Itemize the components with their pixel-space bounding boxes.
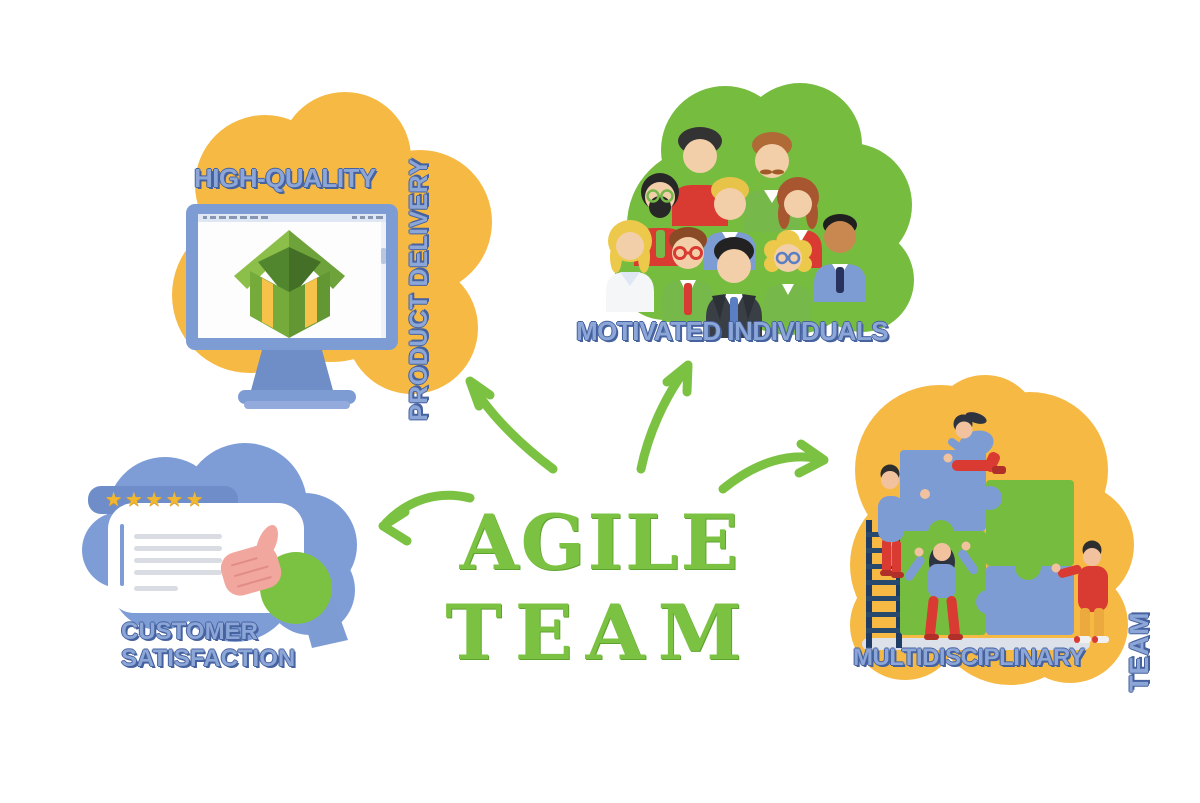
figure-ladder-man — [878, 464, 930, 578]
arrows — [378, 360, 829, 546]
open-box-icon — [234, 230, 345, 338]
team-title: TEAM — [445, 588, 755, 677]
customer-label: CUSTOMER — [121, 618, 258, 645]
figure-kneeling-woman — [943, 412, 1006, 474]
team-side-label: TEAM — [1124, 611, 1154, 693]
person-blonde-woman — [606, 220, 654, 312]
arrow-to-customer-satisfaction — [378, 490, 475, 546]
product-delivery-label: PRODUCT DELIVERY — [405, 158, 433, 421]
person-blue-shirt-tie — [814, 214, 866, 302]
arrow-to-multidisciplinary-team — [718, 439, 829, 494]
agile-title: AGILE — [459, 498, 741, 587]
person-red-glasses — [662, 227, 714, 322]
person-dark-suit-center — [706, 237, 762, 338]
five-star-rating: ★★★★★ — [106, 490, 208, 509]
figure-middle-woman — [904, 541, 979, 640]
high-quality-label: HIGH-QUALITY — [194, 163, 376, 193]
platform — [862, 638, 1090, 650]
arrow-to-product-delivery — [465, 376, 558, 474]
satisfaction-label: SATISFACTION — [121, 645, 296, 672]
figure-right-man — [1051, 540, 1109, 643]
people-group-icon — [606, 127, 866, 338]
arrow-to-motivated-individuals — [636, 360, 693, 474]
motivated-individuals-label: MOTIVATED INDIVIDUALS — [575, 316, 889, 346]
person-blue-glasses-woman — [764, 230, 812, 322]
multidisciplinary-label: MULTIDISCIPLINARY — [853, 644, 1085, 671]
thumbs-up-icon — [220, 525, 348, 648]
